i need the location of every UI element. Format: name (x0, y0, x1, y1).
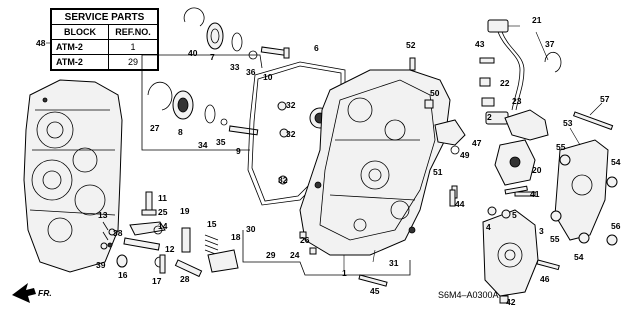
middle-parts-group (147, 81, 259, 136)
callout-47: 47 (472, 138, 482, 148)
callout-1: 1 (342, 268, 347, 278)
callout-2: 2 (487, 112, 492, 122)
callout-40: 40 (188, 48, 198, 58)
callout-labels: 1 2 3 4 5 6 7 8 9 10 11 12 13 14 15 16 1… (36, 15, 621, 307)
callout-13: 13 (98, 210, 108, 220)
callout-41: 41 (530, 189, 540, 199)
callout-31: 31 (389, 258, 399, 268)
callout-15: 15 (207, 219, 217, 229)
callout-54-bottom: 54 (574, 252, 584, 262)
callout-22: 22 (500, 78, 510, 88)
callout-51: 51 (433, 167, 443, 177)
callout-55-top: 55 (556, 142, 566, 152)
callout-46: 46 (540, 274, 550, 284)
callout-34: 34 (198, 140, 208, 150)
callout-50: 50 (430, 88, 440, 98)
callout-35: 35 (216, 137, 226, 147)
callout-27: 27 (150, 123, 160, 133)
front-direction-label: FR. (38, 288, 52, 298)
callout-5: 5 (512, 210, 517, 220)
callout-11: 11 (158, 193, 167, 203)
callout-52: 52 (406, 40, 416, 50)
service-parts-table: SERVICE PARTS BLOCK REF.NO. ATM-2 1 ATM-… (50, 8, 159, 71)
callout-54-top: 54 (611, 157, 621, 167)
callout-57: 57 (600, 94, 610, 104)
leader-lines (343, 25, 603, 270)
front-direction-arrow: FR. (12, 283, 52, 303)
callout-43: 43 (475, 39, 485, 49)
callout-36: 36 (246, 67, 256, 77)
callout-4: 4 (486, 222, 491, 232)
solenoid-harness (479, 19, 562, 141)
diagram-code: S6M4–A0300A (438, 290, 499, 300)
callout-32-top: 32 (286, 100, 296, 110)
valve-parts (409, 57, 536, 199)
cover-assembly (550, 111, 618, 246)
callout-38: 38 (113, 228, 123, 238)
callout-20: 20 (532, 165, 542, 175)
callout-14: 14 (158, 221, 168, 231)
callout-32-middle: 32 (286, 129, 296, 139)
callout-56: 56 (611, 221, 621, 231)
callout-16: 16 (118, 270, 128, 280)
callout-25: 25 (158, 207, 168, 217)
callout-30: 30 (246, 224, 256, 234)
service-parts-row: ATM-2 1 (50, 39, 159, 55)
callout-37: 37 (545, 39, 555, 49)
lower-parts-group (100, 191, 317, 278)
callout-3: 3 (539, 226, 544, 236)
callout-45: 45 (370, 286, 380, 296)
callout-33: 33 (230, 62, 240, 72)
callout-24: 24 (290, 250, 300, 260)
callout-10: 10 (263, 72, 273, 82)
block-cell: ATM-2 (50, 54, 109, 71)
ref-cell: 1 (108, 39, 159, 55)
transmission-housing (23, 79, 123, 273)
callout-17: 17 (152, 276, 162, 286)
transmission-case (299, 69, 451, 256)
callout-53: 53 (563, 118, 573, 128)
callout-7: 7 (210, 52, 215, 62)
callout-42: 42 (506, 297, 516, 307)
side-cover (482, 206, 560, 304)
service-parts-row: ATM-2 29 (50, 54, 159, 71)
callout-32-bottom: 32 (278, 175, 288, 185)
callout-29: 29 (266, 250, 276, 260)
callout-26: 26 (300, 235, 310, 245)
callout-12: 12 (165, 244, 175, 254)
callout-18: 18 (231, 232, 241, 242)
block-cell: ATM-2 (50, 39, 109, 55)
callout-19: 19 (180, 206, 190, 216)
upper-parts-group (183, 7, 290, 60)
bolts-group (358, 185, 528, 287)
ref-cell: 29 (108, 54, 159, 71)
callout-6: 6 (314, 43, 319, 53)
callout-39: 39 (96, 260, 106, 270)
callout-44: 44 (455, 199, 465, 209)
callout-9: 9 (236, 146, 241, 156)
callout-21: 21 (532, 15, 542, 25)
callout-23: 23 (512, 96, 522, 106)
callout-28: 28 (180, 274, 190, 284)
callout-8: 8 (178, 127, 183, 137)
callout-49: 49 (460, 150, 470, 160)
callout-48: 48 (36, 38, 46, 48)
callout-55-bottom: 55 (550, 234, 560, 244)
